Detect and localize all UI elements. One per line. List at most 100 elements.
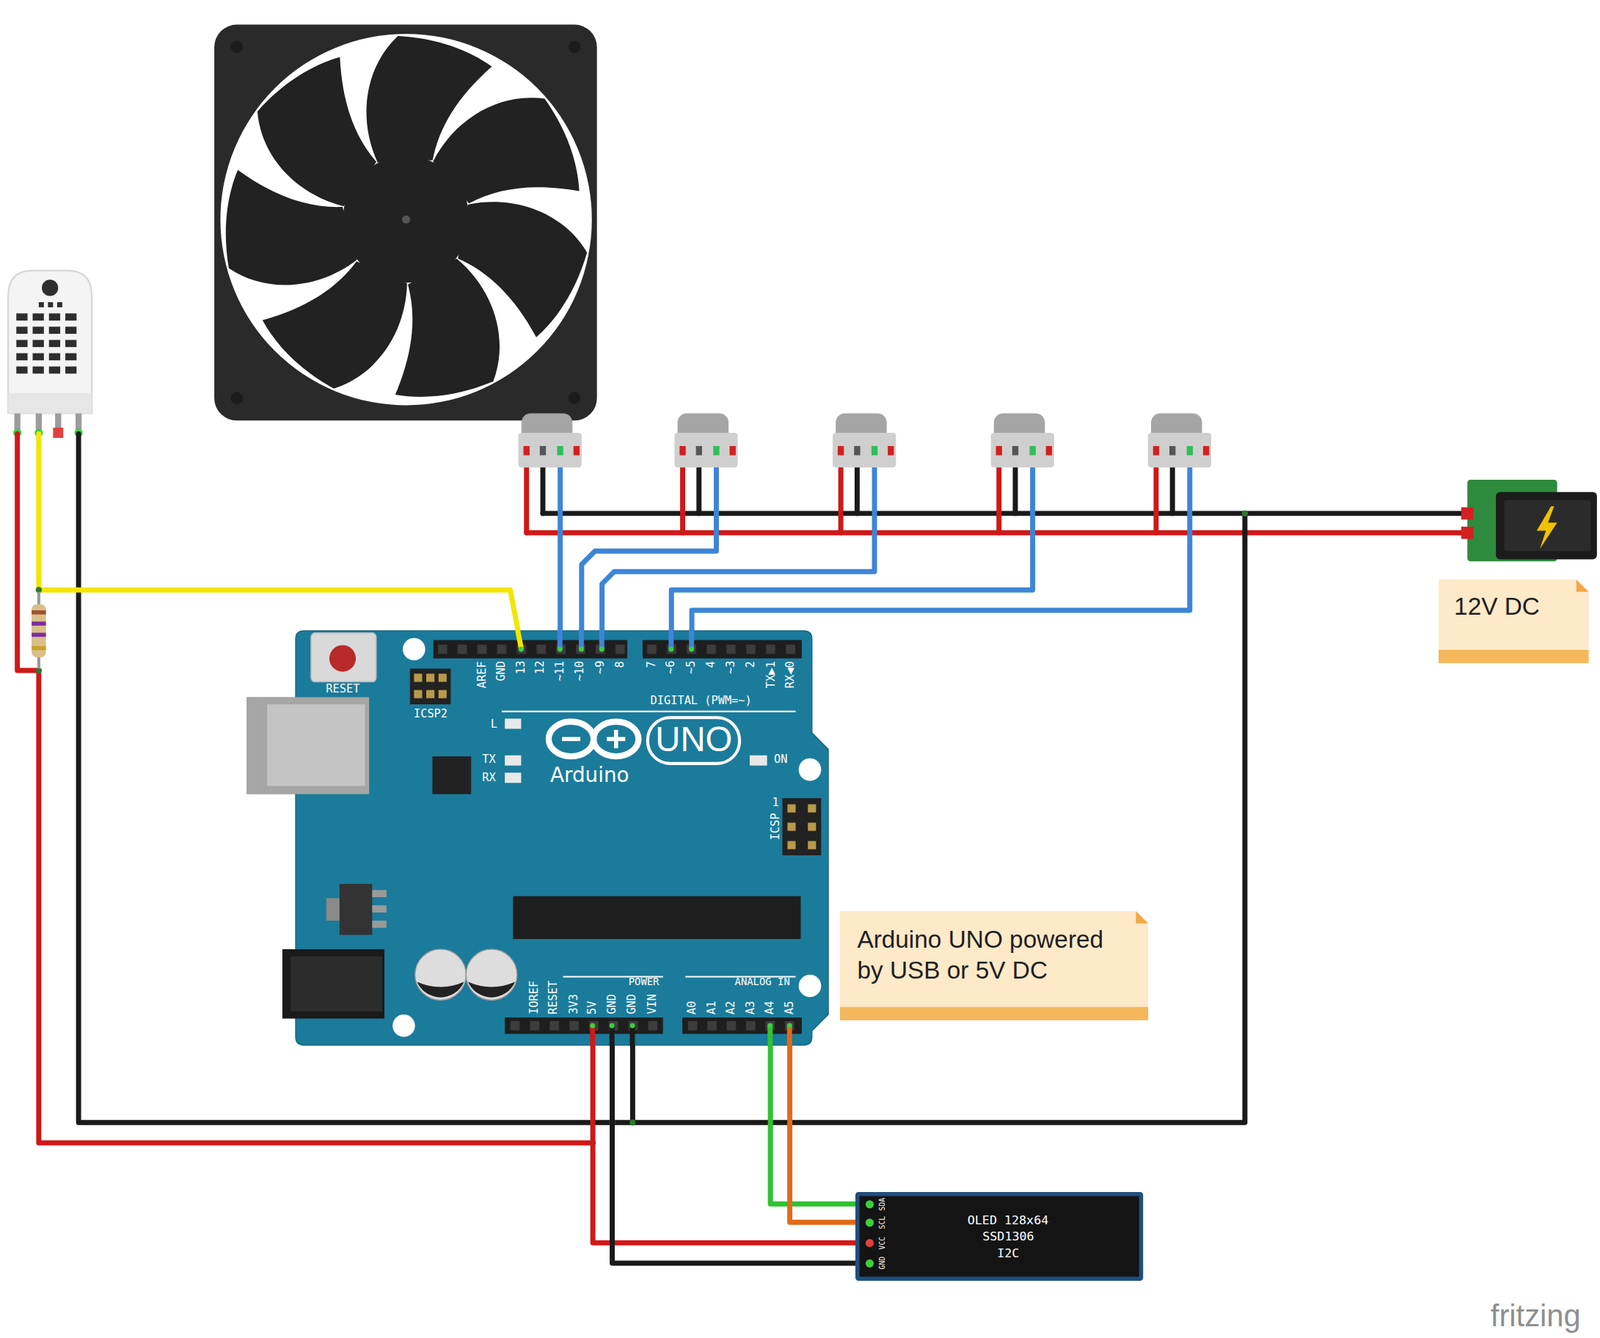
oled-pin [865, 1200, 874, 1209]
dht22-sensor-part-part [33, 313, 45, 321]
cooling-fan-part [208, 35, 604, 423]
silk-label: DIGITAL (PWM=~) [650, 694, 752, 708]
wire-stubs-part [590, 1025, 596, 1045]
arduino-board-art-part-part [798, 974, 822, 997]
oled-text: I2C [996, 1246, 1019, 1261]
arduino-board-art-part-part [578, 646, 584, 652]
arduino-board-art-part [432, 756, 472, 794]
dht22-sensor-part [8, 393, 92, 414]
voltage-regulator-part [372, 905, 387, 913]
pin-label: ~5 [685, 660, 699, 675]
wire-junctions-part [629, 1119, 636, 1126]
arduino-board-art-part [504, 718, 767, 783]
oled-text: OLED 128x64 [967, 1213, 1050, 1228]
fan-connector-part [996, 446, 1003, 456]
dht22-sensor-part-part [33, 326, 45, 334]
pin-label: GND [605, 994, 620, 1015]
pin-label: VCC [878, 1236, 887, 1250]
dht22-sensor [8, 270, 92, 438]
fan-connector [1148, 413, 1212, 469]
note-text: Arduino UNO powered by USB or 5V DC [856, 924, 1115, 986]
power-bus-wires-part [630, 1045, 636, 1124]
dht22-sensor-part-part [49, 339, 61, 347]
dht22-sensor-part-part [65, 339, 77, 347]
silk-label: ICSP2 [413, 707, 448, 722]
arduino-board-art-part [642, 639, 802, 659]
fan-connector-part [887, 446, 894, 456]
capacitors-part [466, 949, 518, 1001]
fan-connector-part [729, 446, 736, 456]
oled-pin [865, 1258, 874, 1267]
arduino-board-art-part-part [438, 689, 447, 698]
arduino-board-art-part [561, 729, 626, 749]
dc-power-jack-part [1495, 492, 1598, 560]
pin-label: A4 [764, 1000, 778, 1014]
oled-pcb [855, 1192, 1143, 1281]
voltage-regulator-part [372, 920, 387, 929]
arduino-board-art-part-part [504, 718, 521, 729]
pin-label: VIN [646, 994, 660, 1015]
cooling-fan-part [402, 215, 411, 224]
usb-port [247, 696, 370, 794]
pin-label: SDA [878, 1197, 887, 1212]
power-note: 12V DC [1438, 579, 1589, 664]
signal-wires-part [602, 454, 875, 631]
voltage-regulator-part [372, 889, 387, 898]
dht22-sensor-part-part [57, 302, 63, 308]
power-note-shape [1438, 579, 1589, 664]
dht22-sensor-part-part [16, 366, 28, 375]
fan-connector-part [1153, 446, 1160, 456]
wire-connector [612, 1044, 856, 1264]
pin-label: AREF [476, 660, 490, 689]
led-label: L [490, 718, 498, 732]
arduino-board-art-part-part [548, 721, 594, 756]
cooling-fan-part [568, 391, 582, 405]
dht22-sensor-part-part [16, 339, 28, 347]
pin-label: ~10 [573, 660, 587, 682]
pin-label: ~9 [594, 660, 609, 675]
dht22-sensor-part-part [33, 366, 45, 375]
fan-connector-part [1029, 446, 1036, 456]
dc-power-jack [1461, 479, 1598, 562]
arduino-board-art-part [247, 696, 370, 794]
arduino-board-art-part [682, 1017, 803, 1034]
fan-connector [674, 413, 738, 469]
arduino-board-art-part-part [414, 689, 423, 698]
arduino-board-art-part-part [808, 804, 817, 813]
silk-label: ANALOG IN [735, 975, 791, 988]
arduino-board-art-part-part [808, 840, 817, 849]
wire-junctions-part [1241, 510, 1248, 517]
arduino-board-art-part [518, 646, 793, 1028]
arduino-board-art-part [433, 639, 628, 659]
arduino-board-art-part-part [504, 772, 521, 783]
fan-connector [991, 413, 1055, 469]
pin-label: A5 [783, 1000, 797, 1014]
pin-label: ~11 [553, 660, 568, 682]
arduino-board-art-part [787, 804, 817, 849]
note-band [839, 1007, 1149, 1021]
dht22-sensor-part [16, 302, 77, 374]
fan-connector-part [1046, 446, 1052, 456]
pin-label: A3 [744, 1000, 758, 1014]
usb-port-part [267, 704, 366, 786]
usb-port-part [247, 696, 370, 794]
fan-connector-part [539, 446, 546, 456]
fan-connector-part [991, 432, 1055, 468]
pin-label: SCL [878, 1216, 887, 1230]
voltage-regulator-part [326, 897, 341, 921]
cooling-fan-part [230, 41, 243, 54]
dc-power-jack-part [1461, 526, 1474, 540]
dc-power-jack-part [1536, 506, 1558, 549]
arduino-board-art-part [548, 721, 639, 756]
led-label: TX [481, 753, 496, 767]
arduino-board-art-part-part [669, 646, 675, 652]
pin-label: GND [495, 660, 509, 682]
dht22-sensor-part-part [35, 413, 42, 430]
arduino-board-art-part [504, 1017, 664, 1034]
wire-connector [770, 1044, 855, 1204]
arduino-board-art-part-part [438, 673, 447, 682]
fan-connector-part [523, 446, 530, 456]
arduino-board-art-part-part [689, 646, 695, 652]
arduino-board-art-part [414, 673, 448, 698]
